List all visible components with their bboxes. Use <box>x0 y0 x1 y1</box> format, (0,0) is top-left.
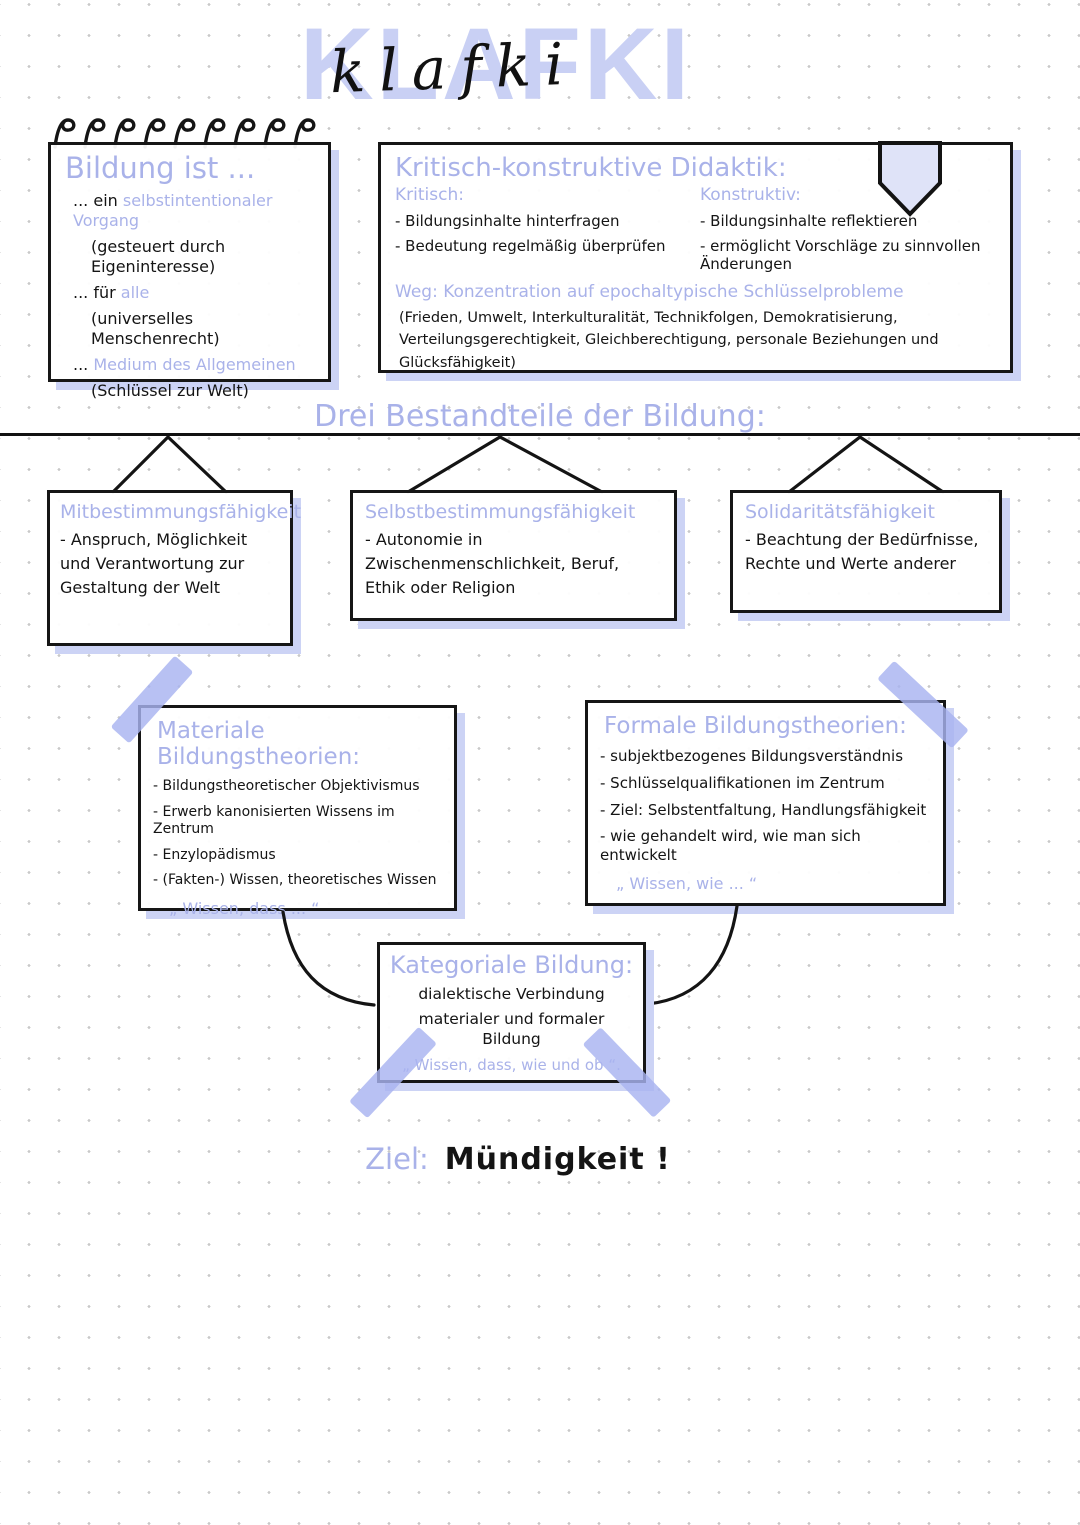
bildung-line: ... Medium des Allgemeinen <box>73 355 318 375</box>
konstruktiv-header: Konstruktiv: <box>700 185 801 205</box>
bildung-line-accent: selbstintentionaler Vorgang <box>73 191 273 230</box>
konstruktiv-item: - Bildungsinhalte reflektieren <box>700 212 918 230</box>
konstruktiv-item: - ermöglicht Vorschläge zu sinnvollen Än… <box>700 237 981 273</box>
formale-item: - subjektbezogenes Bildungsverständnis <box>600 747 904 765</box>
solidaritaet-box: Solidaritätsfähigkeit - Beachtung der Be… <box>730 490 1002 613</box>
formale-item: - Schlüsselqualifikationen im Zentrum <box>600 773 885 792</box>
didaktik-weg: Weg: Konzentration auf epochaltypische S… <box>395 282 904 302</box>
formale-item: - Ziel: Selbstentfaltung, Handlungsfähig… <box>600 800 927 819</box>
section-heading: Drei Bestandteile der Bildung: <box>314 399 766 434</box>
kategoriale-line: dialektische Verbindung <box>418 985 605 1003</box>
bildung-box: Bildung ist ... ... ein selbstintentiona… <box>48 142 331 400</box>
ziel-value: Mündigkeit ! <box>444 1142 671 1177</box>
page-title-script: klafki <box>328 29 579 107</box>
curve-connectors <box>281 904 739 1007</box>
mitbestimmung-text: - Anspruch, Möglichkeit und Verantwortun… <box>60 530 248 597</box>
bildung-title: Bildung ist ... <box>65 151 256 185</box>
bookmark-ribbon-icon <box>878 141 942 217</box>
kritisch-item: - Bildungsinhalte hinterfragen <box>395 212 620 230</box>
materiale-box: Materiale Bildungstheorien: - Bildungsth… <box>138 705 457 918</box>
solidaritaet-title: Solidaritätsfähigkeit <box>745 501 935 523</box>
formale-title: Formale Bildungstheorien: <box>604 713 907 739</box>
konstruktiv-column: Konstruktiv: - Bildungsinhalte reflektie… <box>700 185 996 273</box>
bildung-line-black: ... ein <box>73 191 118 210</box>
bildung-line: ... ein selbstintentionaler Vorgang <box>73 191 318 231</box>
bildung-line-black: ... für <box>73 283 116 302</box>
bildung-line-black: ... <box>73 355 89 374</box>
formale-box: Formale Bildungstheorien: - subjektbezog… <box>585 700 946 906</box>
selbstbestimmung-text: - Autonomie in Zwischenmenschlichkeit, B… <box>365 530 620 597</box>
bildung-line: (gesteuert durch Eigeninteresse) <box>91 237 226 276</box>
didaktik-weg-detail: (Frieden, Umwelt, Interkulturalität, Tec… <box>399 310 939 371</box>
kategoriale-quote: „ Wissen, dass, wie und ob “. <box>402 1056 621 1075</box>
selbstbestimmung-box: Selbstbestimmungsfähigkeit - Autonomie i… <box>350 490 677 621</box>
didaktik-title: Kritisch-konstruktive Didaktik: <box>395 153 787 183</box>
ziel-row: Ziel: Mündigkeit ! <box>0 1142 1058 1177</box>
bildung-line: (Schlüssel zur Welt) <box>91 381 249 400</box>
selbstbestimmung-title: Selbstbestimmungsfähigkeit <box>365 501 636 523</box>
mitbestimmung-box: Mitbestimmungsfähigkeit - Anspruch, Mögl… <box>47 490 302 646</box>
bildung-line: (universelles Menschenrecht) <box>91 309 220 348</box>
bildung-line-accent: Medium des Allgemeinen <box>93 355 296 374</box>
bildung-line-accent: alle <box>120 283 150 302</box>
didaktik-columns: Kritisch: - Bildungsinhalte hinterfragen… <box>395 185 996 273</box>
kritisch-item: - Bedeutung regelmäßig überprüfen <box>395 237 666 255</box>
formale-item: - wie gehandelt wird, wie man sich entwi… <box>600 827 861 864</box>
solidaritaet-text: - Beachtung der Bedürfnisse, Rechte und … <box>745 530 979 573</box>
kategoriale-title: Kategoriale Bildung: <box>389 951 634 979</box>
materiale-item: - (Fakten-) Wissen, theoretisches Wissen <box>153 872 437 888</box>
materiale-item: - Erwerb kanonisierten Wissens im Zentru… <box>153 803 395 838</box>
materiale-item: - Bildungstheoretischer Objektivismus <box>153 778 420 794</box>
kritisch-column: Kritisch: - Bildungsinhalte hinterfragen… <box>395 185 700 273</box>
ziel-label: Ziel: <box>365 1142 429 1176</box>
mitbestimmung-title: Mitbestimmungsfähigkeit <box>60 501 302 523</box>
hanger-connectors <box>111 434 945 494</box>
kategoriale-line: materialer und formaler Bildung <box>418 1010 605 1049</box>
kritisch-header: Kritisch: <box>395 185 464 205</box>
materiale-item: - Enzylopädismus <box>153 846 276 863</box>
materiale-title: Materiale Bildungstheorien: <box>157 718 361 770</box>
bildung-line: ... für alle <box>73 283 318 303</box>
divider-line <box>0 433 1080 436</box>
formale-quote: „ Wissen, wie ... “ <box>616 873 758 893</box>
page-title-block: KLAFKI <box>300 7 692 121</box>
